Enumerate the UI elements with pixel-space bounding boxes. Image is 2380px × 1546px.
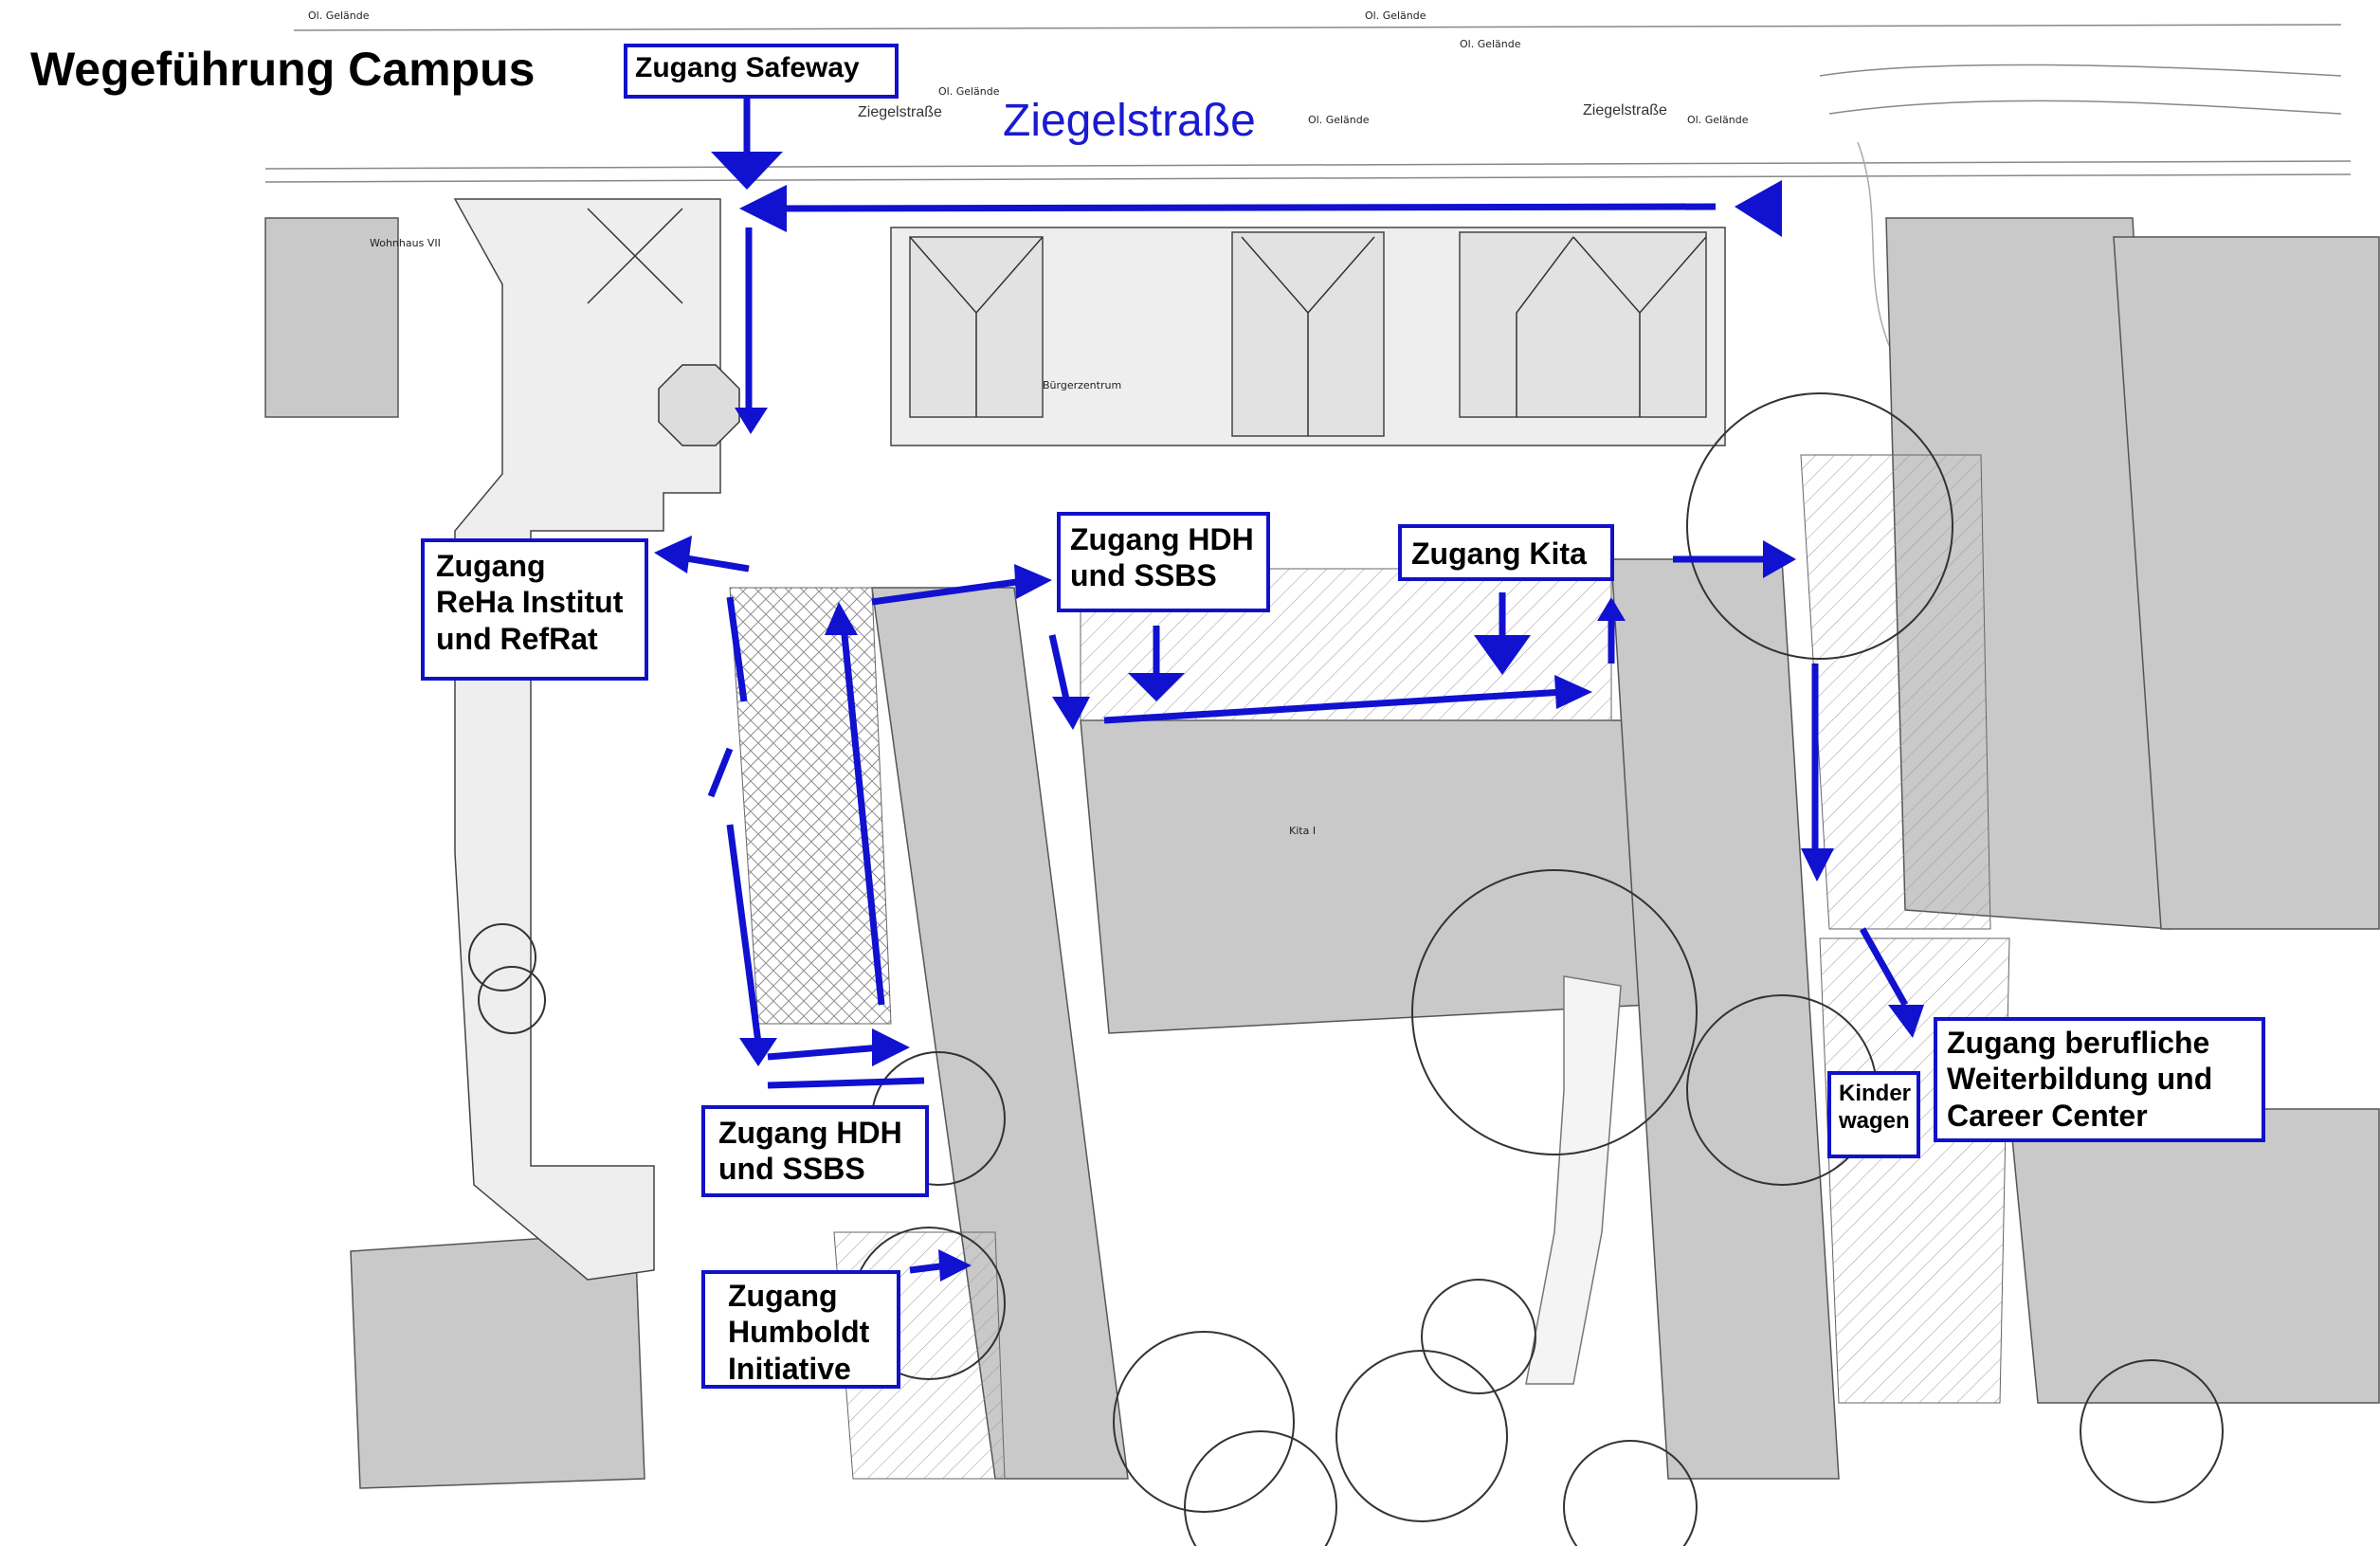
svg-text:Ol. Gelände: Ol. Gelände [1308, 114, 1370, 126]
svg-text:Wohnhaus VII: Wohnhaus VII [370, 237, 441, 249]
label-zugang-humboldt-initiative: Zugang Humboldt Initiative [701, 1270, 900, 1389]
street-label-small-left: Ziegelstraße [858, 104, 942, 120]
svg-text:Ol. Gelände: Ol. Gelände [1687, 114, 1749, 126]
plan-annotations: Ol. Gelände Ol. Gelände Ol. Gelände Ol. … [308, 9, 1749, 837]
label-text: Weiterbildung und [1947, 1062, 2213, 1097]
label-text: und SSBS [718, 1152, 865, 1187]
arrow-head-east-entry [1735, 180, 1782, 237]
label-zugang-kita: Zugang Kita [1398, 524, 1614, 581]
label-zugang-hdh-ssbs-bottom: Zugang HDH und SSBS [701, 1105, 929, 1197]
walkway [1525, 975, 1622, 1385]
courtyards [729, 454, 2010, 1480]
label-text: Zugang Safeway [635, 52, 860, 83]
street-lines [264, 24, 2352, 361]
buildings [264, 217, 2380, 1489]
label-text: Zugang [728, 1279, 838, 1313]
label-zugang-reha-institut: Zugang ReHa Institut und RefRat [421, 538, 648, 681]
label-text: und SSBS [1070, 558, 1217, 593]
label-text: Zugang [436, 549, 546, 583]
svg-text:Ol. Gelände: Ol. Gelände [1365, 9, 1426, 22]
svg-text:Ol. Gelände: Ol. Gelände [1460, 38, 1521, 50]
arrow-head-safeway [711, 152, 783, 190]
building-east-2 [2113, 236, 2380, 930]
label-text: Zugang HDH [718, 1116, 902, 1150]
building-west-wing [453, 198, 721, 1281]
label-text: Zugang Kita [1411, 537, 1587, 571]
street-label-small-right: Ziegelstraße [1583, 102, 1667, 118]
label-text: Initiative [728, 1351, 851, 1386]
label-text: Zugang berufliche [1947, 1026, 2210, 1060]
arrow-head-west-ziegel [739, 185, 787, 232]
label-text: wagen [1839, 1107, 1910, 1134]
label-zugang-safeway: Zugang Safeway [624, 44, 899, 99]
label-zugang-hdh-ssbs-top: Zugang HDH und SSBS [1057, 512, 1270, 612]
label-text: Career Center [1947, 1098, 2148, 1133]
svg-text:Bürgerzentrum: Bürgerzentrum [1043, 379, 1121, 391]
label-text: und RefRat [436, 621, 598, 656]
label-text: Zugang HDH [1070, 522, 1254, 556]
label-kinderwagen: Kinder wagen [1827, 1071, 1920, 1158]
page-title: Wegeführung Campus [30, 43, 536, 96]
svg-text:Ol. Gelände: Ol. Gelände [308, 9, 370, 22]
label-zugang-career-center: Zugang berufliche Weiterbildung und Care… [1934, 1017, 2265, 1142]
pavilion [658, 364, 740, 446]
label-text: Kinder [1839, 1081, 1912, 1106]
svg-text:Kita I: Kita I [1289, 825, 1316, 837]
street-label-ziegelstrasse: Ziegelstraße [1003, 96, 1256, 146]
building-south-east [2008, 1108, 2380, 1404]
svg-text:Ol. Gelände: Ol. Gelände [938, 85, 1000, 98]
building-top-left [264, 217, 399, 418]
label-text: ReHa Institut [436, 585, 624, 620]
roof-lines [587, 208, 1707, 436]
route-arrows [654, 95, 1924, 1282]
building-central-east [1610, 558, 1840, 1480]
label-text: Humboldt [728, 1315, 870, 1350]
